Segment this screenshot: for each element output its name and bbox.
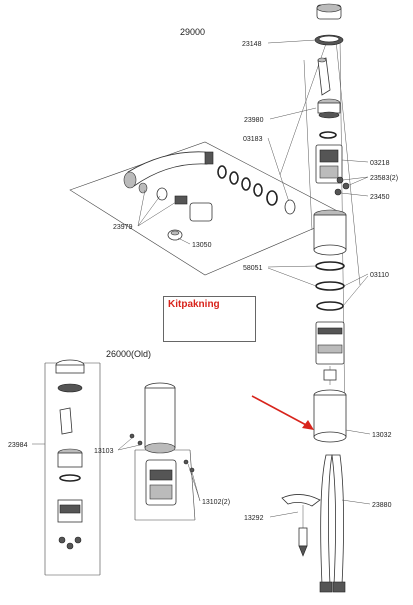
aerator-parts <box>138 182 213 241</box>
ring-23148 <box>314 34 344 46</box>
cap-top <box>316 3 342 20</box>
hose-23880 <box>319 454 346 593</box>
label-03110: 03110 <box>370 272 389 279</box>
label-13050: 13050 <box>192 242 212 249</box>
old-cap <box>55 359 85 393</box>
rings-58051 <box>315 261 345 311</box>
label-58051: 58051 <box>243 265 263 272</box>
guide-line <box>335 39 361 286</box>
cartridge-core <box>315 144 343 184</box>
spout <box>123 151 208 189</box>
red-arrow <box>251 395 309 427</box>
label-23148: 23148 <box>242 41 262 48</box>
label-13103: 13103 <box>94 448 114 455</box>
label-13292: 13292 <box>244 515 264 522</box>
spout-connector-parts <box>204 151 296 215</box>
label-13102: 13102(2) <box>202 499 230 506</box>
old-lever <box>59 407 73 435</box>
body-shell <box>313 209 347 256</box>
label-23880: 23880 <box>372 502 392 509</box>
oring-small <box>319 131 337 139</box>
kit-callout-box: Kitpakning <box>163 296 256 342</box>
mounting-13292 <box>281 494 321 557</box>
old-cartridge <box>57 448 83 550</box>
label-03183: 03183 <box>243 136 263 143</box>
old-body <box>144 382 177 506</box>
label-23984: 23984 <box>8 442 28 449</box>
small-parts-23583 <box>334 176 350 196</box>
label-23979: 23979 <box>113 224 133 231</box>
lever-handle <box>317 57 331 96</box>
spring-stem <box>323 366 337 385</box>
kit-callout-text: Kitpakning <box>168 299 220 310</box>
guide-line <box>303 59 313 231</box>
label-23450: 23450 <box>370 194 390 201</box>
valve-body <box>315 321 345 365</box>
red-arrow-head <box>302 420 314 430</box>
sleeve-13032 <box>313 389 347 443</box>
model-26000-title: 26000(Old) <box>106 349 151 359</box>
model-29000-title: 29000 <box>180 27 205 37</box>
cartridge-upper <box>317 98 341 119</box>
label-23583: 23583(2) <box>370 175 398 182</box>
label-13032: 13032 <box>372 432 392 439</box>
label-23980: 23980 <box>244 117 264 124</box>
label-03218: 03218 <box>370 160 390 167</box>
